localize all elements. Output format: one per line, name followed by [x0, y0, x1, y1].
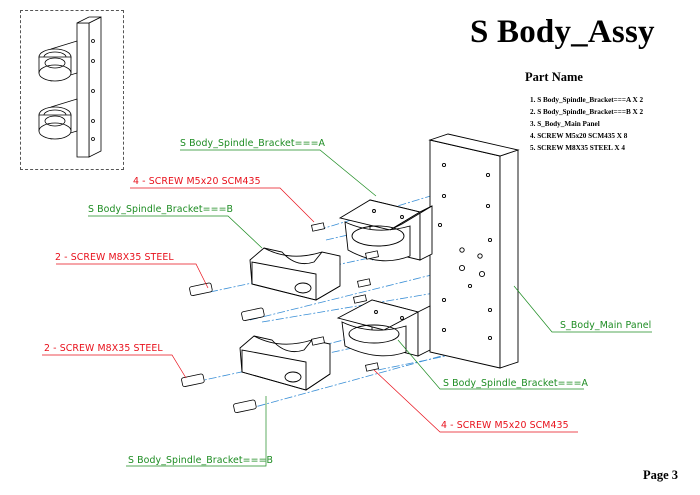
leader-lines — [42, 149, 652, 467]
screw-m5-icon — [365, 362, 379, 372]
upper-bracket-b-part — [249, 247, 341, 301]
parts-list: 1. S Body_Spindle_Bracket===A X 2 2. S B… — [530, 94, 643, 154]
screw-m5-icon — [357, 278, 371, 288]
assembly-thumbnail — [20, 10, 124, 170]
callout-screw-m8-top: 2 - SCREW M8X35 STEEL — [55, 252, 174, 263]
screw-m8-icon — [189, 282, 213, 297]
screw-m8-icon — [233, 399, 257, 414]
screws — [181, 222, 379, 414]
upper-bracket-a-part — [338, 199, 433, 262]
callout-bracket-a-bottom: S Body_Spindle_Bracket===A — [443, 378, 589, 389]
lower-bracket-a-part — [336, 299, 431, 357]
screw-m5-icon — [365, 250, 379, 260]
screw-m5-icon — [353, 294, 367, 304]
page-number: Page 3 — [643, 468, 679, 482]
screw-m5-icon — [311, 336, 325, 346]
screw-m5-icon — [311, 222, 325, 232]
callout-bracket-b-bottom: S Body_Spindle_Bracket===B — [128, 455, 274, 466]
callout-screw-m8-bottom: 2 - SCREW M8X35 STEEL — [44, 343, 163, 354]
part-name-heading: Part Name — [525, 70, 583, 84]
callout-screw-m5-bottom: 4 - SCREW M5x20 SCM435 — [441, 420, 569, 431]
drawing-title: S Body_Assy — [470, 14, 655, 50]
lower-bracket-b-part — [239, 335, 331, 391]
callout-bracket-b-top: S Body_Spindle_Bracket===B — [88, 204, 234, 215]
parts-list-item: 1. S Body_Spindle_Bracket===A X 2 — [530, 96, 644, 104]
callout-screw-m5-top: 4 - SCREW M5x20 SCM435 — [133, 176, 261, 187]
main-panel-part — [428, 133, 520, 369]
screw-m8-icon — [181, 373, 205, 388]
parts-list-item: 2. S Body_Spindle_Bracket===B X 2 — [530, 108, 644, 116]
parts-list-item: 4. SCREW M5x20 SCM435 X 8 — [530, 132, 628, 140]
parts-list-item: 5. SCREW M8X35 STEEL X 4 — [530, 144, 625, 152]
callout-bracket-a-top: S Body_Spindle_Bracket===A — [180, 138, 326, 149]
screw-m8-icon — [241, 307, 265, 322]
parts-list-item: 3. S_Body_Main Panel — [530, 120, 600, 128]
callout-main-panel: S_Body_Main Panel — [560, 320, 652, 331]
thumbnail-assembly-icon — [38, 16, 102, 158]
